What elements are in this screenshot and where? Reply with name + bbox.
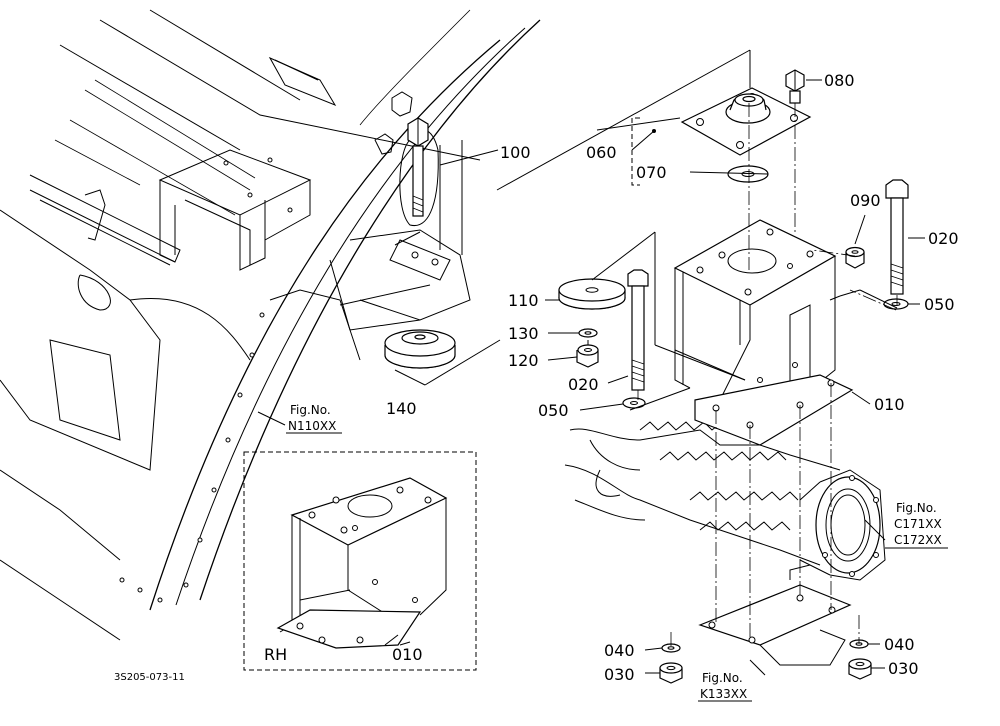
part-080-bolt [785,69,805,104]
drawing-code: 3S205-073-11 [114,672,185,683]
callout-110: 110 [508,291,539,310]
callout-040-right: 040 [884,635,915,654]
callout-050-right: 050 [924,295,955,314]
callout-020-left: 020 [568,375,599,394]
figref-n110: Fig.No. N110XX [286,403,342,434]
inset-side-label: RH [264,645,287,664]
figref-n110-number: N110XX [288,419,336,433]
callout-010-main: 010 [874,395,905,414]
figref-n110-label: Fig.No. [290,403,331,417]
fender-rivets [119,312,265,603]
callout-020-right: 020 [928,229,959,248]
part-callouts: 080 060 070 100 090 020 050 110 130 120 … [386,71,959,684]
figref-k133: Fig.No. K133XX [698,671,752,702]
callout-130: 130 [508,324,539,343]
figure-references: Fig.No. N110XX Fig.No. C171XX C172XX Fig… [286,403,948,702]
callout-060: 060 [586,143,617,162]
callout-leaders [399,79,925,676]
part-030-right-nut [848,658,872,680]
callout-040-left: 040 [604,641,635,660]
callout-080: 080 [824,71,855,90]
figref-c171-number-2: C172XX [894,533,942,547]
figref-c171-number-1: C171XX [894,517,942,531]
callout-030-right: 030 [888,659,919,678]
callout-070: 070 [636,163,667,182]
leader-lines-left [257,49,751,426]
part-030-left-nut [659,662,683,684]
callout-030-left: 030 [604,665,635,684]
part-060-rubber-mount [652,87,812,156]
figref-k133-label: Fig.No. [702,671,743,685]
part-140-cushion [384,329,456,369]
part-100-bolt [399,117,439,227]
part-020-left-bolt [627,269,649,391]
center-lines [637,103,898,648]
callout-140: 140 [386,399,417,418]
callout-120: 120 [508,351,539,370]
transmission-case [564,421,886,666]
callout-090: 090 [850,191,881,210]
part-010-bracket [673,219,854,446]
callout-100: 100 [500,143,531,162]
callout-050-left: 050 [538,401,569,420]
part-020-right-bolt [885,179,909,295]
part-130-washer [578,328,598,338]
part-110-cushion [558,278,626,310]
part-120-nut [576,344,599,368]
projection-lines-right [587,50,898,411]
part-050-left-washer [622,397,646,409]
figref-c171: Fig.No. C171XX C172XX [885,501,948,549]
inset-rh-bracket [243,451,477,671]
figref-c171-label: Fig.No. [896,501,937,515]
part-090-nut [845,246,865,269]
figref-k133-number: K133XX [700,687,747,701]
callout-010-inset: 010 [392,645,423,664]
tractor-frame [0,9,541,641]
